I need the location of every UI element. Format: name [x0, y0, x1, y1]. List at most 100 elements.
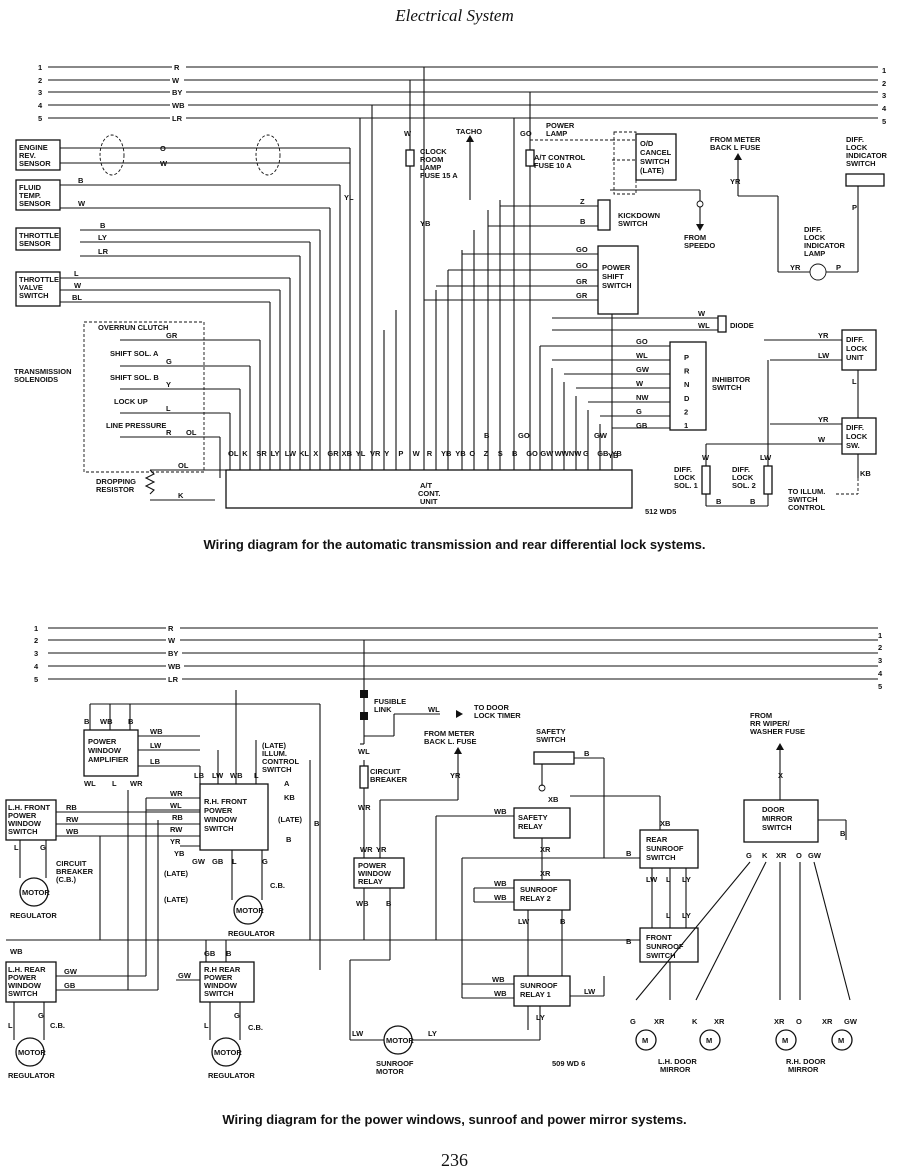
at-unit-pin-label: K — [242, 449, 248, 458]
lh-door-mirror: G XR K XR M M L.H. DOOR MIRROR — [630, 1017, 725, 1074]
svg-text:XR: XR — [822, 1017, 833, 1026]
svg-text:K: K — [762, 851, 768, 860]
svg-text:MOTOR: MOTOR — [236, 906, 264, 915]
svg-text:REGULATOR: REGULATOR — [228, 929, 275, 938]
svg-text:SWITCH: SWITCH — [602, 281, 632, 290]
svg-text:(C.B.): (C.B.) — [56, 875, 76, 884]
inhibitor-position-label: R — [684, 367, 690, 376]
svg-text:2: 2 — [34, 636, 38, 645]
svg-text:REV.: REV. — [19, 151, 36, 160]
at-unit-pin-label: X — [313, 449, 318, 458]
svg-text:5: 5 — [878, 682, 882, 691]
from-meter-back-l-fuse: FROM METER BACK L. FUSE YR — [379, 729, 477, 858]
svg-text:YR: YR — [376, 845, 387, 854]
kickdown-switch: KICKDOWN SWITCH Z B — [488, 197, 660, 231]
svg-text:SOL. 2: SOL. 2 — [732, 481, 756, 490]
svg-text:W: W — [168, 636, 176, 645]
svg-text:YB: YB — [420, 219, 431, 228]
svg-text:WINDOW: WINDOW — [8, 981, 42, 990]
svg-text:(LATE): (LATE) — [278, 815, 303, 824]
svg-text:G: G — [630, 1017, 636, 1026]
diff-lock-unit: DIFF. LOCK UNIT YR LW L — [764, 329, 877, 418]
svg-text:YR: YR — [790, 263, 801, 272]
svg-text:5: 5 — [34, 675, 38, 684]
svg-text:SAFETY: SAFETY — [518, 813, 548, 822]
from-rr-wiper-fuse: FROM RR WIPER/ WASHER FUSE X — [750, 711, 805, 800]
svg-text:G: G — [746, 851, 752, 860]
svg-text:YR: YR — [170, 837, 181, 846]
svg-text:REGULATOR: REGULATOR — [10, 911, 57, 920]
svg-text:1: 1 — [38, 63, 42, 72]
svg-text:L: L — [232, 857, 237, 866]
svg-text:LY: LY — [98, 233, 107, 242]
svg-text:YR: YR — [730, 177, 741, 186]
svg-text:RELAY 2: RELAY 2 — [520, 894, 551, 903]
svg-text:LR: LR — [172, 114, 183, 123]
svg-text:2: 2 — [882, 79, 886, 88]
at-unit-pin-label: Z — [484, 449, 489, 458]
svg-text:WB: WB — [494, 807, 507, 816]
svg-text:OVERRUN CLUTCH: OVERRUN CLUTCH — [98, 323, 168, 332]
svg-text:CONTROL: CONTROL — [262, 757, 299, 766]
svg-text:LW: LW — [584, 987, 596, 996]
svg-text:DROPPING: DROPPING — [96, 477, 136, 486]
svg-text:SUNROOF: SUNROOF — [376, 1059, 414, 1068]
svg-text:SUNROOF: SUNROOF — [520, 885, 558, 894]
svg-text:MIRROR: MIRROR — [762, 814, 793, 823]
svg-text:GW: GW — [808, 851, 822, 860]
svg-text:LW: LW — [760, 453, 772, 462]
svg-text:LAMP: LAMP — [804, 249, 825, 258]
svg-text:GO: GO — [576, 261, 588, 270]
safety-switch: SAFETY SWITCH B XB — [533, 727, 605, 858]
at-unit-pin-label: YB — [611, 449, 622, 458]
svg-text:BY: BY — [168, 649, 178, 658]
svg-text:GO: GO — [518, 431, 530, 440]
lh-front-motor: L G CIRCUIT BREAKER (C.B.) MOTOR REGULAT… — [10, 840, 94, 920]
svg-text:SOLENOIDS: SOLENOIDS — [14, 375, 58, 384]
at-unit-pin-label: S — [498, 449, 503, 458]
svg-text:G: G — [234, 1011, 240, 1020]
at-unit-pin-label: O — [469, 449, 475, 458]
svg-text:MOTOR: MOTOR — [22, 888, 50, 897]
svg-text:G: G — [40, 843, 46, 852]
svg-text:SWITCH: SWITCH — [788, 495, 818, 504]
diagram2-caption: Wiring diagram for the power windows, su… — [222, 1112, 687, 1127]
svg-text:XR: XR — [654, 1017, 665, 1026]
at-control-fuse: A/T CONTROL FUSE 10 A — [525, 149, 586, 170]
svg-text:LY: LY — [428, 1029, 437, 1038]
svg-text:5: 5 — [882, 117, 886, 126]
svg-text:SAFETY: SAFETY — [536, 727, 566, 736]
svg-text:1: 1 — [34, 624, 38, 633]
at-unit-pin-label: GW — [540, 449, 554, 458]
svg-text:DIFF.: DIFF. — [846, 335, 864, 344]
svg-text:GO: GO — [576, 245, 588, 254]
svg-text:GO: GO — [636, 337, 648, 346]
svg-text:3: 3 — [878, 656, 882, 665]
svg-text:GB: GB — [636, 421, 648, 430]
svg-text:RW: RW — [170, 825, 183, 834]
svg-text:R.H. DOOR: R.H. DOOR — [786, 1057, 826, 1066]
inhibitor-position-label: 2 — [684, 407, 688, 416]
svg-text:XR: XR — [774, 1017, 785, 1026]
svg-text:SUNROOF: SUNROOF — [646, 844, 684, 853]
svg-text:YR: YR — [818, 415, 829, 424]
svg-text:RB: RB — [66, 803, 77, 812]
svg-text:TO DOOR: TO DOOR — [474, 703, 509, 712]
at-unit-pin-label: KL — [299, 449, 309, 458]
svg-text:GB: GB — [212, 857, 224, 866]
svg-text:K: K — [692, 1017, 698, 1026]
rh-front-power-window-switch: R.H. FRONT POWER WINDOW SWITCH WR WL RB … — [146, 690, 303, 866]
svg-text:SHIFT SOL. A: SHIFT SOL. A — [110, 349, 159, 358]
svg-text:WL: WL — [170, 801, 182, 810]
svg-text:XB: XB — [548, 795, 559, 804]
power-bus: 1 2 3 4 5 1 2 3 4 5 R W BY WB LR — [38, 62, 887, 126]
svg-text:L: L — [666, 875, 671, 884]
svg-text:RW: RW — [66, 815, 79, 824]
svg-text:DOOR: DOOR — [762, 805, 785, 814]
svg-text:L.H. DOOR: L.H. DOOR — [658, 1057, 697, 1066]
svg-text:GR: GR — [166, 331, 178, 340]
svg-text:LOCK: LOCK — [732, 473, 754, 482]
svg-text:DIFF.: DIFF. — [804, 225, 822, 234]
at-unit-pin-label: Y — [384, 449, 389, 458]
